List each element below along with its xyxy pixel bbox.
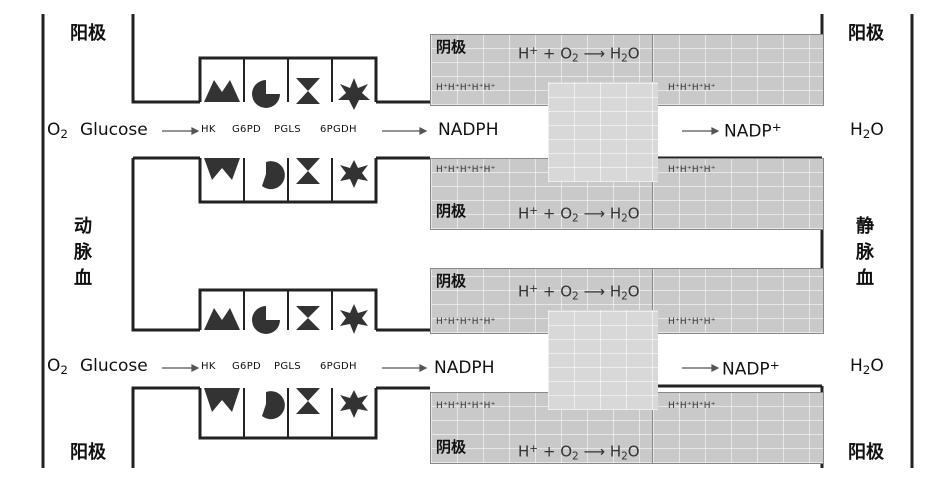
- arterial-blood-label: 动脉血: [72, 214, 94, 292]
- enzyme-6pgdh-label-1: 6PGDH: [320, 125, 357, 135]
- 6pgdh-enzyme-icon: [338, 78, 370, 110]
- proton-row-4a: H⁺H⁺H⁺H⁺H⁺: [436, 402, 496, 411]
- proton-row-1b: H⁺H⁺H⁺H⁺: [668, 84, 716, 93]
- glucose-input-2: Glucose: [80, 358, 148, 375]
- enzyme-g6pd-label-1: G6PD: [232, 125, 261, 135]
- cathode-label-2: 阴极: [436, 204, 466, 219]
- reaction-4: H+ + O2 ⟶ H2O: [518, 444, 640, 462]
- g6pd-enzyme-icon: [252, 306, 280, 334]
- enzyme-pgls-label-2: PGLS: [274, 362, 301, 372]
- proton-row-4b: H⁺H⁺H⁺H⁺: [668, 402, 716, 411]
- proton-row-3a: H⁺H⁺H⁺H⁺H⁺: [436, 318, 496, 327]
- pgls-enzyme-icon: [296, 388, 320, 414]
- h2o-output-2: H2O: [850, 358, 884, 377]
- anode-label-top-left: 阳极: [70, 25, 106, 43]
- pgls-enzyme-icon: [296, 306, 320, 330]
- g6pd-enzyme-icon: [262, 161, 285, 189]
- anode-label-top-right: 阳极: [848, 25, 884, 43]
- 6pgdh-enzyme-icon: [340, 160, 368, 188]
- membrane-blob-2: [548, 310, 658, 410]
- cathode-label-4: 阴极: [436, 440, 466, 455]
- h2o-output-1: H2O: [850, 122, 884, 141]
- enzyme-pgls-label-1: PGLS: [274, 125, 301, 135]
- glucose-input-1: Glucose: [80, 122, 148, 139]
- nadp-label-1: NADP+: [724, 122, 782, 140]
- reaction-3: H+ + O2 ⟶ H2O: [518, 284, 640, 302]
- 6pgdh-enzyme-icon: [340, 390, 368, 418]
- cathode-label-1: 阴极: [436, 40, 466, 55]
- 6pgdh-enzyme-icon: [340, 304, 368, 334]
- hk-enzyme-icon: [204, 308, 240, 330]
- enzyme-g6pd-label-2: G6PD: [232, 362, 261, 372]
- pgls-enzyme-icon: [296, 78, 320, 104]
- enzyme-6pgdh-label-2: 6PGDH: [320, 362, 357, 372]
- pgls-enzyme-icon: [296, 158, 320, 184]
- proton-row-1a: H⁺H⁺H⁺H⁺H⁺: [436, 84, 496, 93]
- proton-row-2a: H⁺H⁺H⁺H⁺H⁺: [436, 166, 496, 175]
- membrane-blob-1: [548, 82, 658, 182]
- anode-label-bottom-right: 阳极: [848, 444, 884, 462]
- nadph-label-2: NADPH: [434, 360, 494, 377]
- g6pd-enzyme-icon: [262, 391, 285, 419]
- enzyme-hk-label-1: HK: [201, 125, 216, 135]
- cathode-cell-1b: [652, 34, 824, 106]
- hk-enzyme-icon: [204, 158, 240, 180]
- o2-input-2: O2: [47, 358, 68, 377]
- nadp-label-2: NADP+: [722, 360, 780, 378]
- reaction-2: H+ + O2 ⟶ H2O: [518, 206, 640, 224]
- reaction-1: H+ + O2 ⟶ H2O: [518, 46, 640, 64]
- hk-enzyme-icon: [204, 388, 240, 412]
- venous-blood-label: 静脉血: [854, 214, 876, 292]
- g6pd-enzyme-icon: [252, 80, 280, 108]
- hk-enzyme-icon: [204, 80, 240, 102]
- proton-row-3b: H⁺H⁺H⁺H⁺: [668, 318, 716, 327]
- proton-row-2b: H⁺H⁺H⁺H⁺: [668, 166, 716, 175]
- enzyme-hk-label-2: HK: [201, 362, 216, 372]
- anode-label-bottom-left: 阳极: [70, 444, 106, 462]
- o2-input-1: O2: [47, 122, 68, 141]
- cathode-label-3: 阴极: [436, 274, 466, 289]
- nadph-label-1: NADPH: [438, 122, 498, 139]
- enzyme-cartridges: [200, 58, 376, 438]
